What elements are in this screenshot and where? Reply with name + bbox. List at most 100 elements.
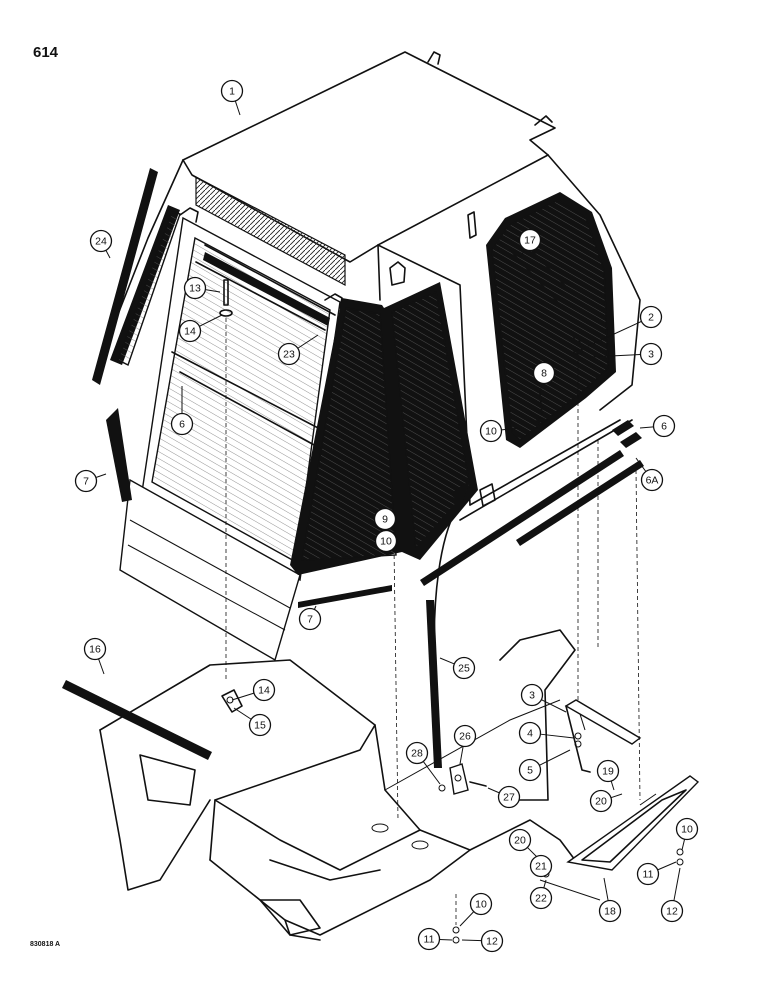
leader-line: [297, 334, 319, 349]
callout-11: 11: [636, 862, 660, 886]
callout-circle: [74, 469, 98, 493]
callout-19: 19: [596, 759, 620, 783]
leader-line: [610, 780, 615, 791]
callout-number: 3: [648, 349, 654, 361]
callout-15: 15: [248, 713, 272, 737]
callout-circle: [417, 927, 441, 951]
callout-number: 12: [666, 906, 678, 918]
leader-line: [519, 248, 526, 259]
leader-line: [539, 749, 571, 766]
callout-24: 24: [89, 229, 113, 253]
callout-number: 6A: [646, 475, 659, 487]
leader-line: [540, 733, 575, 739]
callout-circle: [639, 305, 663, 329]
callout-circle: [640, 468, 664, 492]
callout-number: 17: [524, 235, 536, 247]
rear-window: [110, 205, 181, 366]
callout-number: 12: [486, 936, 498, 948]
callout-circle: [89, 229, 113, 253]
leader-line: [487, 787, 500, 794]
callout-circle: [373, 507, 397, 531]
callout-circle: [298, 607, 322, 631]
callout-number: 14: [258, 685, 270, 697]
leader-line: [439, 657, 455, 665]
callout-circle: [452, 656, 476, 680]
callout-circle: [639, 342, 663, 366]
callout-11: 11: [417, 927, 441, 951]
callout-circle: [589, 789, 613, 813]
callout-circle: [83, 637, 107, 661]
callout-number: 14: [184, 326, 196, 338]
callout-circle: [374, 529, 398, 553]
callout-9: 9: [373, 507, 397, 531]
callout-7: 7: [74, 469, 98, 493]
callout-circle: [469, 892, 493, 916]
callout-number: 10: [485, 426, 497, 438]
leader-lines: [95, 100, 686, 942]
leader-line: [461, 939, 482, 942]
callout-circle: [248, 713, 272, 737]
seal-strips: [62, 168, 644, 768]
callout-20: 20: [508, 828, 532, 852]
callout-number: 19: [602, 766, 614, 778]
callout-number: 20: [595, 796, 607, 808]
callout-number: 25: [458, 663, 470, 675]
leader-line: [231, 692, 255, 701]
callout-circle: [480, 929, 504, 953]
callout-10: 10: [374, 529, 398, 553]
callout-18: 18: [598, 899, 622, 923]
callout-number: 18: [604, 906, 616, 918]
callout-number: 22: [535, 893, 547, 905]
drawing-reference: 830818 A: [30, 941, 61, 948]
callout-circle: [518, 758, 542, 782]
callout-circle: [453, 724, 477, 748]
callout-number: 8: [541, 368, 547, 380]
front-frame: [119, 207, 343, 662]
callout-13: 13: [183, 276, 207, 300]
centerlines: [225, 318, 641, 925]
callout-21: 21: [529, 854, 553, 878]
leader-line: [233, 707, 252, 720]
callout-5: 5: [518, 758, 542, 782]
callout-27: 27: [497, 785, 521, 809]
callout-number: 2: [648, 312, 654, 324]
callout-circle: [170, 412, 194, 436]
callout-28: 28: [405, 741, 429, 765]
callout-number: 20: [514, 835, 526, 847]
callout-circle: [675, 817, 699, 841]
side-window: [486, 192, 616, 448]
leader-line: [199, 314, 223, 327]
callout-26: 26: [453, 724, 477, 748]
callout-circle: [596, 759, 620, 783]
callout-number: 15: [254, 720, 266, 732]
callout-circle: [660, 899, 684, 923]
callout-3: 3: [639, 342, 663, 366]
callout-number: 6: [179, 419, 185, 431]
leader-line: [673, 867, 681, 901]
callout-circle: [405, 741, 429, 765]
callout-3: 3: [520, 683, 544, 707]
callout-number: 6: [661, 421, 667, 433]
callout-10: 10: [675, 817, 699, 841]
callout-number: 4: [527, 728, 533, 740]
callout-8: 8: [532, 361, 556, 385]
callout-number: 7: [307, 614, 313, 626]
callout-circle: [518, 228, 542, 252]
callout-circle: [508, 828, 532, 852]
callout-circle: [497, 785, 521, 809]
callout-12: 12: [660, 899, 684, 923]
callout-12: 12: [480, 929, 504, 953]
callout-circle: [183, 276, 207, 300]
callout-25: 25: [452, 656, 476, 680]
callout-number: 13: [189, 283, 201, 295]
callout-2: 2: [639, 305, 663, 329]
callout-circle: [518, 721, 542, 745]
leader-line: [105, 250, 111, 259]
leader-line: [439, 938, 453, 941]
leader-line: [587, 320, 642, 347]
callout-6a: 6A: [640, 468, 664, 492]
callout-number: 27: [503, 792, 515, 804]
leader-line: [543, 879, 547, 889]
callout-1: 1: [220, 79, 244, 103]
callout-circle: [252, 678, 276, 702]
